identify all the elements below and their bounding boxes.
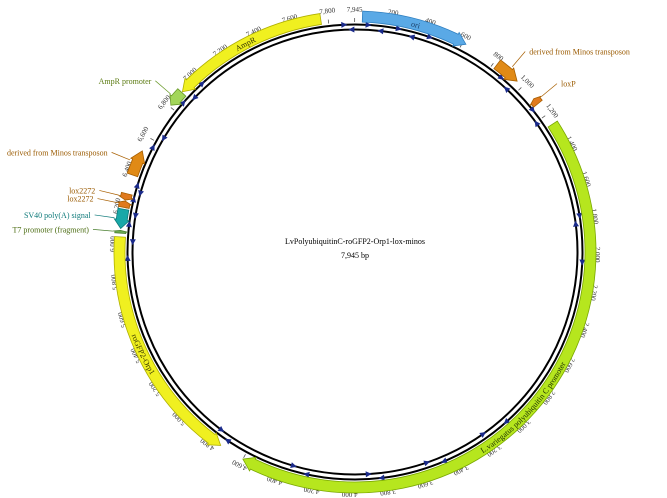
feature-label-ampr-promoter: AmpR promoter: [99, 77, 152, 86]
primer-site-20: [224, 438, 232, 445]
primer-site-25: [132, 212, 139, 219]
tick-2200-label: 2,200: [589, 284, 600, 301]
feature-t7: [112, 229, 128, 235]
feature-minos-left: [126, 150, 146, 178]
tick-4200-label: 4,200: [303, 485, 320, 496]
feature-label-minos-right: derived from Minos transposon: [529, 47, 630, 56]
primer-site-0: [365, 21, 372, 28]
feature-label-lox2272-b: lox2272: [69, 186, 95, 195]
feature-lvub-promoter: [242, 120, 597, 494]
primer-site-21: [217, 425, 225, 433]
primer-site-6: [503, 86, 511, 93]
feature-label-lvub-promoter: L.variegatus polyubiquitin C promoter: [479, 360, 568, 455]
feature-ori: [361, 10, 467, 47]
primer-site-22: [124, 254, 131, 262]
primer-site-14: [441, 457, 448, 464]
primer-site-27: [138, 189, 144, 197]
primer-site-10: [573, 220, 580, 227]
feature-sv40: [113, 207, 131, 230]
primer-site-28: [133, 182, 140, 189]
tick-2000-label: 2,000: [593, 247, 601, 263]
feature-rogfp2: [113, 236, 222, 446]
tick-6200-label: 6,200: [112, 197, 123, 214]
tick-6800-mark: [170, 107, 175, 111]
primer-site-26: [130, 196, 136, 203]
tick-6000-label: 6,000: [108, 236, 117, 253]
callout-line-minos-right: [511, 51, 526, 67]
feature-ampr-promoter: [169, 88, 187, 106]
primer-site-31: [179, 100, 186, 107]
tick-800-label: 800: [492, 50, 506, 63]
primer-site-3: [408, 34, 416, 41]
primer-site-18: [303, 471, 310, 478]
primer-site-17: [365, 471, 372, 478]
feature-label-ori: ori: [410, 19, 422, 30]
tick-7800-label: 7,800: [319, 6, 336, 16]
primer-site-8: [534, 120, 541, 128]
primer-site-2: [395, 25, 402, 32]
primer-site-24: [125, 220, 132, 228]
primer-site-15: [423, 460, 431, 467]
primer-site-7: [528, 106, 535, 113]
primer-site-30: [161, 134, 168, 142]
callout-line-t7: [92, 229, 113, 232]
tick-1200-label: 1,200: [544, 102, 560, 120]
primer-site-5: [497, 73, 504, 80]
callout-line-minos-left: [111, 152, 131, 161]
callout-line-lox2272-a: [97, 198, 118, 203]
primer-site-19: [290, 462, 297, 468]
feature-minos-right: [493, 59, 518, 82]
feature-label-lox2272-a: lox2272: [67, 195, 93, 204]
tick-1000-mark: [518, 87, 522, 91]
plasmid-backbone: [126, 23, 584, 481]
feature-label-minos-left: derived from Minos transposon: [7, 148, 108, 157]
primer-site-16: [378, 474, 385, 481]
feature-label-sv40: SV40 poly(A) signal: [24, 211, 91, 220]
primer-site-12: [503, 418, 511, 425]
tick-6600-mark: [150, 138, 155, 141]
callout-line-sv40: [94, 214, 115, 219]
primer-site-34: [341, 21, 348, 28]
backbone-outer-ring: [126, 23, 584, 481]
primer-site-35: [348, 26, 355, 33]
feature-lox2272-b: [118, 191, 134, 201]
callout-line-ampr-promoter: [155, 80, 171, 95]
tick-4600-mark: [243, 454, 246, 458]
feature-loxp: [529, 95, 543, 108]
tick-1800-label: 1,800: [590, 208, 600, 225]
primer-site-32: [192, 93, 199, 101]
feature-ampr: [181, 13, 322, 93]
feature-label-t7: T7 promoter (fragment): [13, 225, 90, 234]
callout-line-loxp: [541, 83, 558, 97]
primer-site-1: [377, 28, 384, 35]
tick-6600-label: 6,600: [136, 125, 151, 143]
primer-site-4: [426, 33, 433, 40]
tick-800-mark: [490, 63, 494, 67]
plasmid-size: 7,945 bp: [341, 251, 369, 260]
tick-end-label: 7,945: [347, 6, 363, 14]
feature-callouts: derived from Minos transposon loxP T7 prom…: [7, 47, 630, 234]
tick-3800-label: 3,800: [379, 487, 396, 497]
tick-200-label: 200: [387, 8, 399, 18]
backbone-inner-ring: [131, 28, 579, 476]
tick-4000-label: 4,000: [341, 490, 357, 498]
tick-1200-mark: [541, 115, 546, 119]
tick-400-label: 400: [424, 16, 437, 27]
feature-label-loxp: loxP: [561, 80, 576, 89]
feature-lox2272-a: [117, 200, 133, 209]
primer-sites: [124, 21, 586, 481]
tick-5800-label: 5,800: [109, 274, 119, 291]
primer-site-9: [576, 212, 583, 220]
primer-site-23: [129, 239, 136, 246]
primer-site-11: [579, 259, 586, 266]
plasmid-name: LvPolyubiquitinC-roGFP2-Orp1-lox-minos: [285, 237, 425, 246]
callout-line-lox2272-b: [99, 190, 119, 196]
primer-site-29: [149, 144, 155, 152]
primer-site-13: [479, 431, 486, 438]
